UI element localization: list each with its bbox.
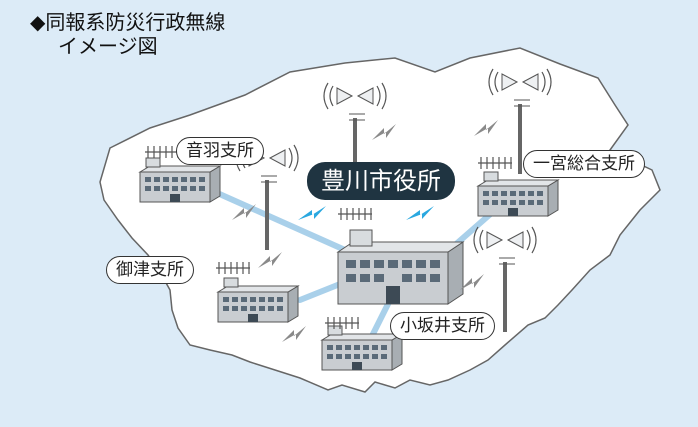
otowa-branch-label: 音羽支所 — [176, 137, 264, 165]
diagram-title: ◆同報系防災行政無線 イメージ図 — [30, 10, 225, 58]
kosakai-branch-label: 小坂井支所 — [390, 312, 495, 340]
city-hall-label: 豊川市役所 — [307, 162, 455, 200]
city-hall-building — [336, 229, 465, 305]
ichinomiya-branch-label: 一宮総合支所 — [523, 150, 645, 178]
title-line-2: イメージ図 — [58, 34, 158, 58]
mito-branch-label: 御津支所 — [106, 256, 194, 284]
title-line-1: ◆同報系防災行政無線 — [30, 10, 226, 34]
